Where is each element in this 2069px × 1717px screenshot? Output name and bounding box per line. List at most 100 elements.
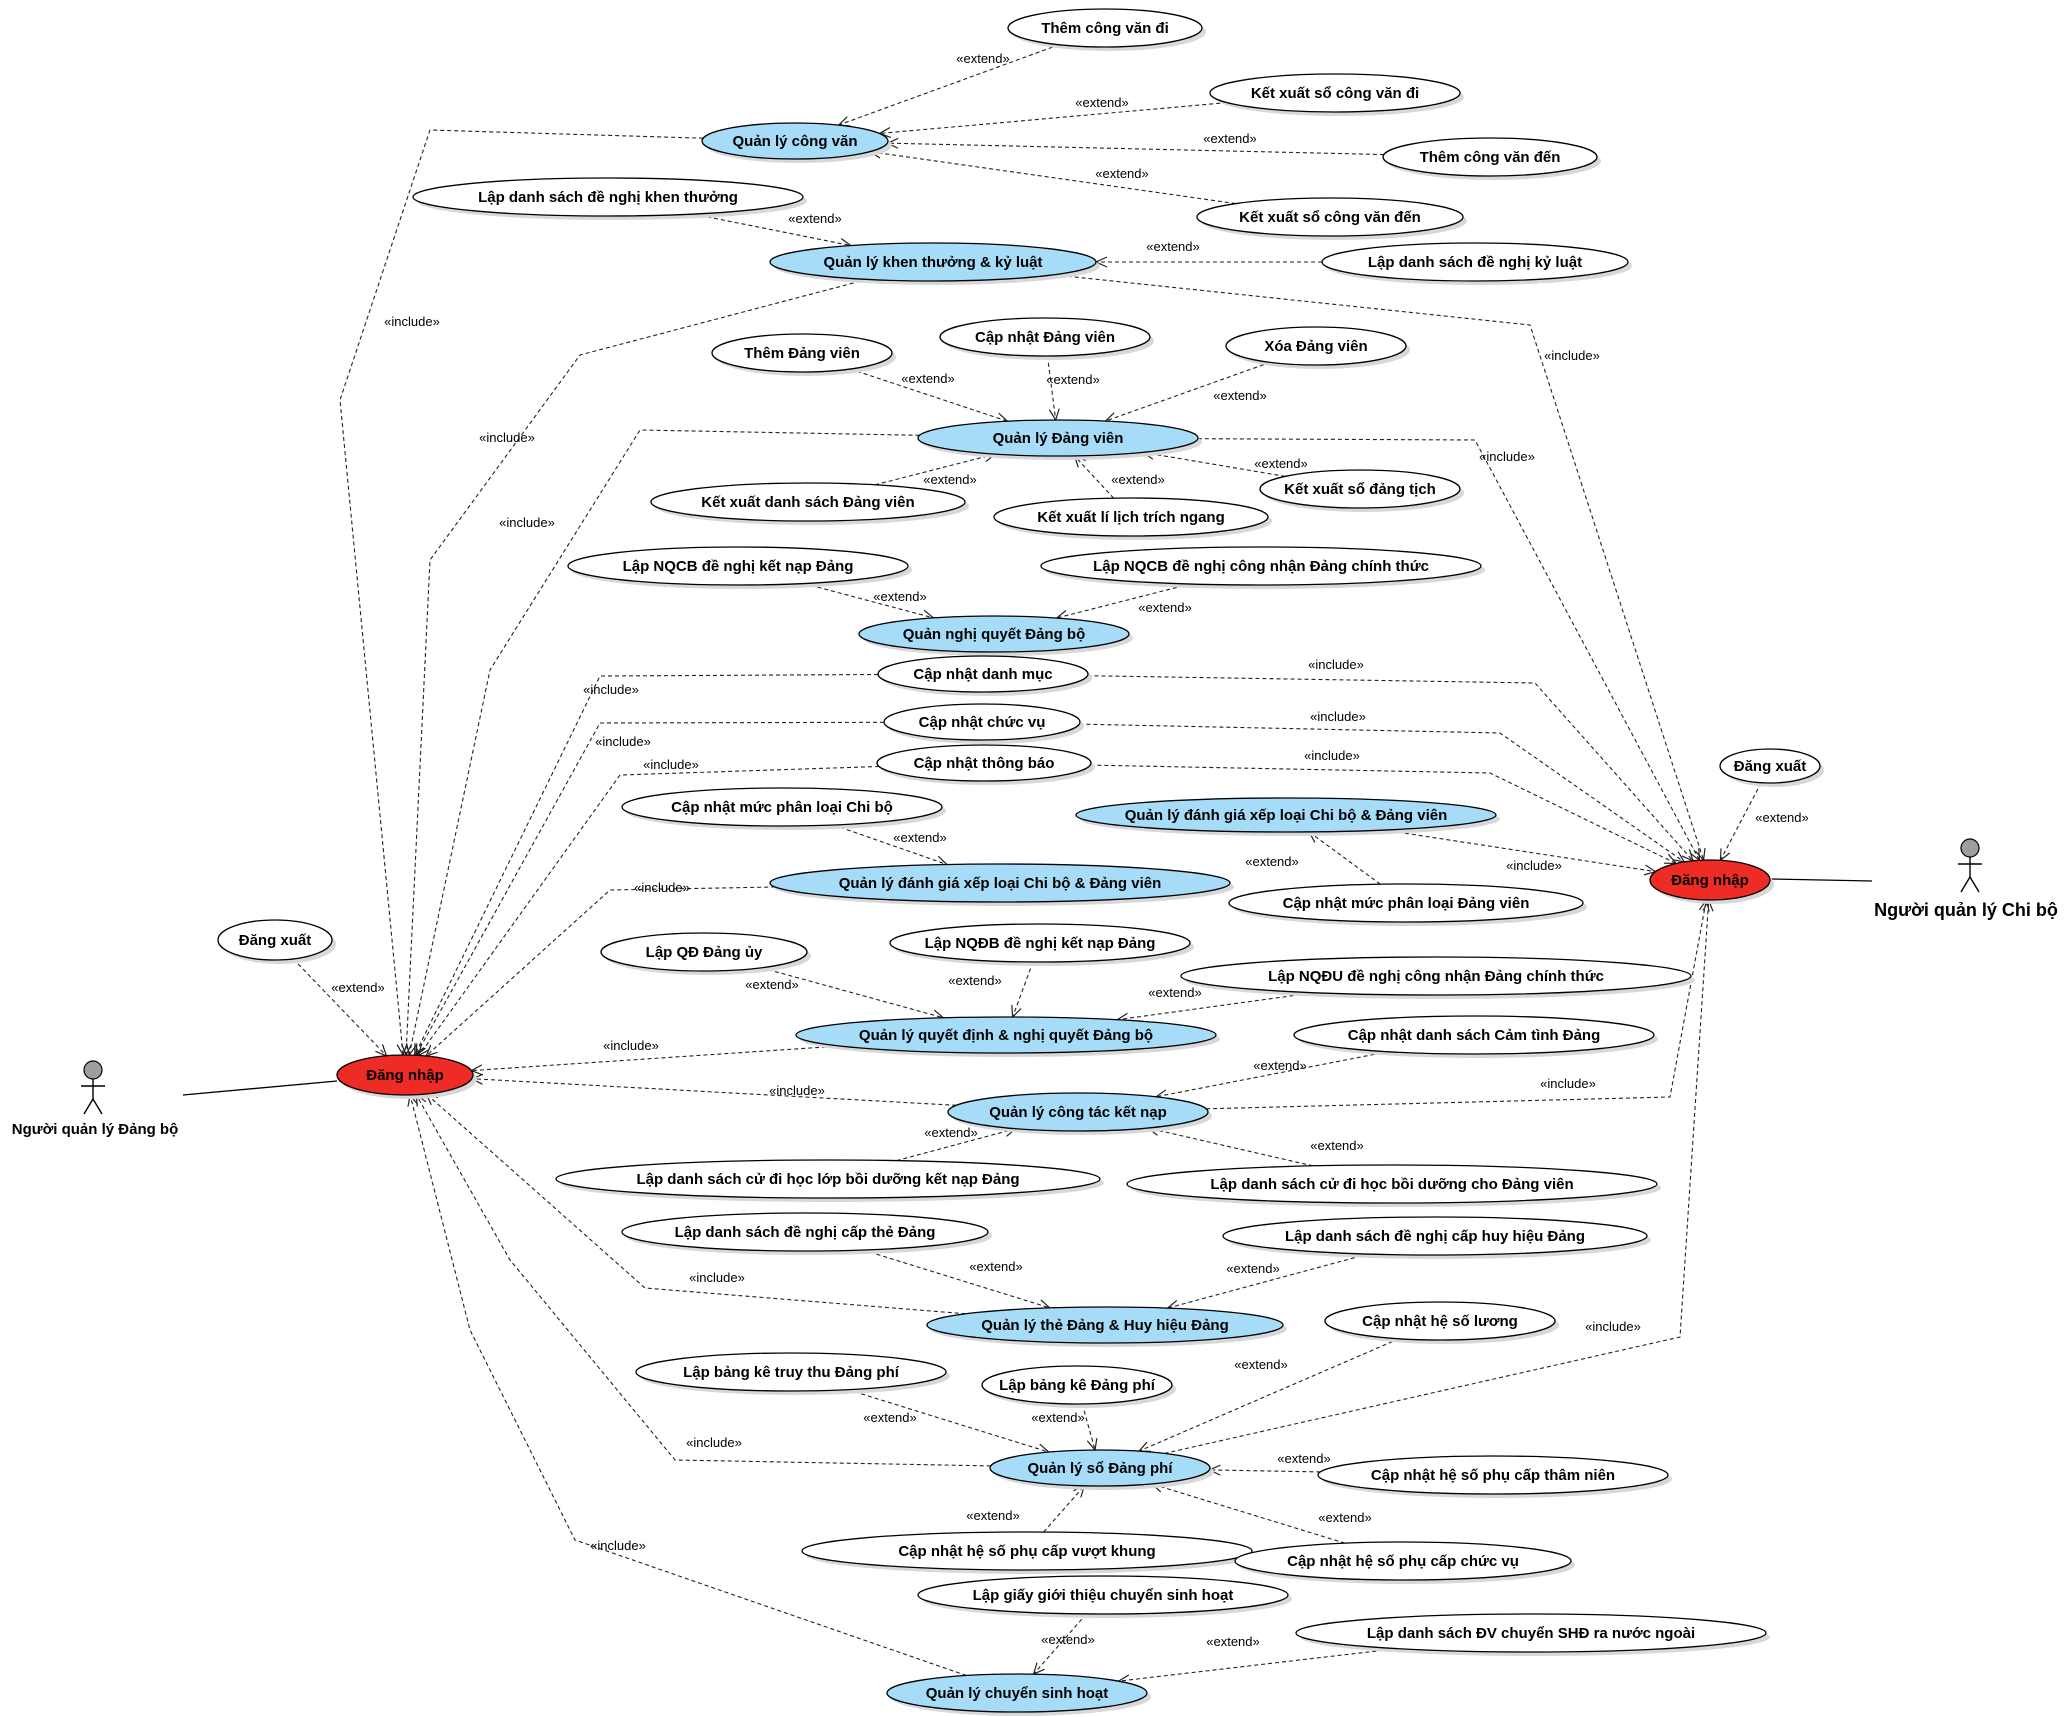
actor-leg-right xyxy=(1969,876,1980,893)
usecase-ellipse xyxy=(1180,956,1692,996)
usecase-cndm[interactable]: Cập nhật danh mục xyxy=(877,655,1092,696)
usecase-lapqd[interactable]: Lập QĐ Đảng ủy xyxy=(600,932,811,975)
usecase-kxcvden[interactable]: Kết xuất sổ công văn đến xyxy=(1196,197,1467,240)
usecase-cndsct[interactable]: Cập nhật danh sách Cảm tình Đảng xyxy=(1293,1015,1658,1058)
extend-nqducn xyxy=(1117,992,1315,1020)
extend-themcvden xyxy=(887,143,1384,156)
usecase-cnhscv[interactable]: Cập nhật hệ số phụ cấp chức vụ xyxy=(1234,1541,1575,1584)
usecase-kxdsdv[interactable]: Kết xuất danh sách Đảng viên xyxy=(650,482,969,525)
usecase-ldskt[interactable]: Lập danh sách đề nghị khen thưởng xyxy=(412,177,807,220)
usecase-label: Cập nhật chức vụ xyxy=(919,714,1046,731)
extend-xoadv xyxy=(1105,361,1271,421)
usecase-label: Lập giấy giới thiệu chuyển sinh hoạt xyxy=(973,1587,1234,1604)
stereotype-extend: «extend» xyxy=(331,980,385,995)
usecase-nqdbkn[interactable]: Lập NQĐB đề nghị kết nạp Đảng xyxy=(889,923,1194,966)
usecase-capnhatdv[interactable]: Cập nhật Đảng viên xyxy=(939,317,1154,360)
usecase-qlkn[interactable]: Quản lý công tác kết nạp xyxy=(947,1092,1212,1135)
usecase-ellipse xyxy=(555,1159,1101,1199)
usecase-cnhsvk[interactable]: Cập nhật hệ số phụ cấp vượt khung xyxy=(801,1531,1256,1574)
stereotype-include: «include» xyxy=(384,314,440,329)
extend-lbkdp xyxy=(1081,1403,1095,1450)
include-cndm-r xyxy=(1087,675,1694,861)
usecase-label: Quản lý đánh giá xếp loại Chi bộ & Đảng … xyxy=(1125,807,1448,824)
stereotype-extend: «extend» xyxy=(1213,388,1267,403)
include-qlsdp-r xyxy=(1164,900,1709,1454)
usecase-cnmplcb[interactable]: Cập nhật mức phân loại Chi bộ xyxy=(621,787,946,830)
stereotype-extend: «extend» xyxy=(924,1125,978,1140)
usecase-themdv[interactable]: Thêm Đảng viên xyxy=(711,333,896,376)
usecase-qlqd[interactable]: Quản lý quyết định & nghị quyết Đảng bộ xyxy=(795,1016,1220,1057)
usecase-ellipse xyxy=(993,497,1269,537)
include-cndm-l xyxy=(415,673,879,1056)
usecase-dangnhap-r[interactable]: Đăng nhập xyxy=(1649,859,1774,904)
usecase-qldg-l[interactable]: Quản lý đánh giá xếp loại Chi bộ & Đảng … xyxy=(769,863,1234,906)
include-qlsdp-l xyxy=(416,1095,991,1467)
usecase-qldg-r[interactable]: Quản lý đánh giá xếp loại Chi bộ & Đảng … xyxy=(1075,797,1500,836)
usecase-qnq[interactable]: Quản nghị quyết Đảng bộ xyxy=(858,615,1133,656)
usecase-ldstd[interactable]: Lập danh sách đề nghị cấp thẻ Đảng xyxy=(621,1212,992,1255)
usecase-ellipse xyxy=(883,703,1081,741)
usecase-ldscddv[interactable]: Lập danh sách cử đi học bồi dưỡng cho Đả… xyxy=(1126,1164,1661,1207)
include-qlkn-l xyxy=(472,1079,957,1106)
stereotype-include: «include» xyxy=(769,1083,825,1098)
usecase-cnhsl[interactable]: Cập nhật hệ số lương xyxy=(1324,1301,1559,1344)
stereotype-include: «include» xyxy=(689,1270,745,1285)
usecase-dangnhap-l[interactable]: Đăng nhập xyxy=(336,1054,477,1099)
usecase-qlcv[interactable]: Quản lý công văn xyxy=(701,122,892,163)
usecase-label: Quản lý chuyển sinh hoạt xyxy=(926,1685,1109,1702)
include-cntb-r xyxy=(1090,764,1676,863)
usecase-ldscd[interactable]: Lập danh sách cử đi học lớp bồi dưỡng kế… xyxy=(555,1159,1104,1202)
actor-leg-left xyxy=(1960,876,1971,893)
usecase-lbktt[interactable]: Lập bảng kê truy thu Đảng phí xyxy=(635,1352,950,1395)
usecase-qldv[interactable]: Quản lý Đảng viên xyxy=(917,419,1202,460)
usecase-qlsdp[interactable]: Quản lý sổ Đảng phí xyxy=(989,1449,1214,1490)
stereotype-extend: «extend» xyxy=(969,1259,1023,1274)
usecase-cntb[interactable]: Cập nhật thông báo xyxy=(876,744,1095,785)
usecase-label: Lập danh sách đề nghị cấp huy hiệu Đảng xyxy=(1285,1228,1585,1245)
usecase-dangxuat-l[interactable]: Đăng xuất xyxy=(217,919,336,964)
usecase-ldshh[interactable]: Lập danh sách đề nghị cấp huy hiệu Đảng xyxy=(1222,1216,1651,1259)
usecase-themcvdi[interactable]: Thêm công văn đi xyxy=(1007,8,1206,51)
stereotype-extend: «extend» xyxy=(923,472,977,487)
usecase-dangxuat-r[interactable]: Đăng xuất xyxy=(1719,748,1824,787)
usecase-ldskl[interactable]: Lập danh sách đề nghị kỷ luật xyxy=(1321,242,1632,285)
usecase-kxll[interactable]: Kết xuất lí lịch trích ngang xyxy=(993,497,1272,540)
extend-ldstd xyxy=(862,1249,1050,1308)
usecase-nqcbcn[interactable]: Lập NQCB đề nghị công nhận Đảng chính th… xyxy=(1040,546,1485,589)
usecase-lbkdp[interactable]: Lập bảng kê Đảng phí xyxy=(981,1365,1176,1408)
usecase-qlcsh[interactable]: Quản lý chuyển sinh hoạt xyxy=(886,1673,1151,1716)
usecase-cncv[interactable]: Cập nhật chức vụ xyxy=(883,703,1084,744)
extend-kxcvden xyxy=(870,152,1236,205)
usecase-nqducn[interactable]: Lập NQĐU đề nghị công nhận Đảng chính th… xyxy=(1180,956,1695,999)
usecase-ellipse xyxy=(1209,73,1461,113)
include-qldg-l xyxy=(426,886,776,1056)
stereotype-include: «include» xyxy=(1479,449,1535,464)
usecase-ellipse xyxy=(926,1306,1284,1344)
usecase-label: Quản lý quyết định & nghị quyết Đảng bộ xyxy=(859,1027,1153,1044)
extend-themcvdi xyxy=(839,44,1060,125)
stereotype-extend: «extend» xyxy=(1046,372,1100,387)
usecase-ellipse xyxy=(769,242,1097,282)
extend-cnhscv xyxy=(1152,1484,1346,1544)
extend-lggt xyxy=(1034,1613,1087,1674)
usecase-label: Đăng xuất xyxy=(239,932,312,949)
usecase-label: Lập danh sách đề nghị cấp thẻ Đảng xyxy=(675,1224,936,1241)
stereotype-extend: «extend» xyxy=(1755,810,1809,825)
usecase-nqcbkn[interactable]: Lập NQCB đề nghị kết nạp Đảng xyxy=(567,546,912,589)
usecase-ellipse xyxy=(981,1365,1173,1405)
usecase-themcvden[interactable]: Thêm công văn đến xyxy=(1382,137,1601,180)
usecase-kxsdt[interactable]: Kết xuất sổ đảng tịch xyxy=(1259,469,1464,512)
usecase-qltd[interactable]: Quản lý thẻ Đảng & Huy hiệu Đảng xyxy=(926,1306,1287,1347)
usecase-cnmpldv[interactable]: Cập nhật mức phân loại Đảng viên xyxy=(1228,883,1587,926)
usecase-cnhstn[interactable]: Cập nhật hệ số phụ cấp thâm niên xyxy=(1317,1455,1672,1498)
usecase-ldsnn[interactable]: Lập danh sách ĐV chuyển SHĐ ra nước ngoà… xyxy=(1295,1613,1770,1656)
stereotype-include: «include» xyxy=(499,515,555,530)
usecase-xoadv[interactable]: Xóa Đảng viên xyxy=(1225,326,1410,369)
usecase-lggt[interactable]: Lập giấy giới thiệu chuyển sinh hoạt xyxy=(917,1575,1292,1618)
stereotype-extend: «extend» xyxy=(1111,472,1165,487)
usecase-kxcvdi[interactable]: Kết xuất sổ công văn đi xyxy=(1209,73,1464,116)
stereotype-extend: «extend» xyxy=(863,1410,917,1425)
usecase-ellipse xyxy=(1295,1613,1767,1653)
usecase-ellipse xyxy=(1228,883,1584,923)
usecase-qlkt[interactable]: Quản lý khen thưởng & kỷ luật xyxy=(769,242,1100,285)
